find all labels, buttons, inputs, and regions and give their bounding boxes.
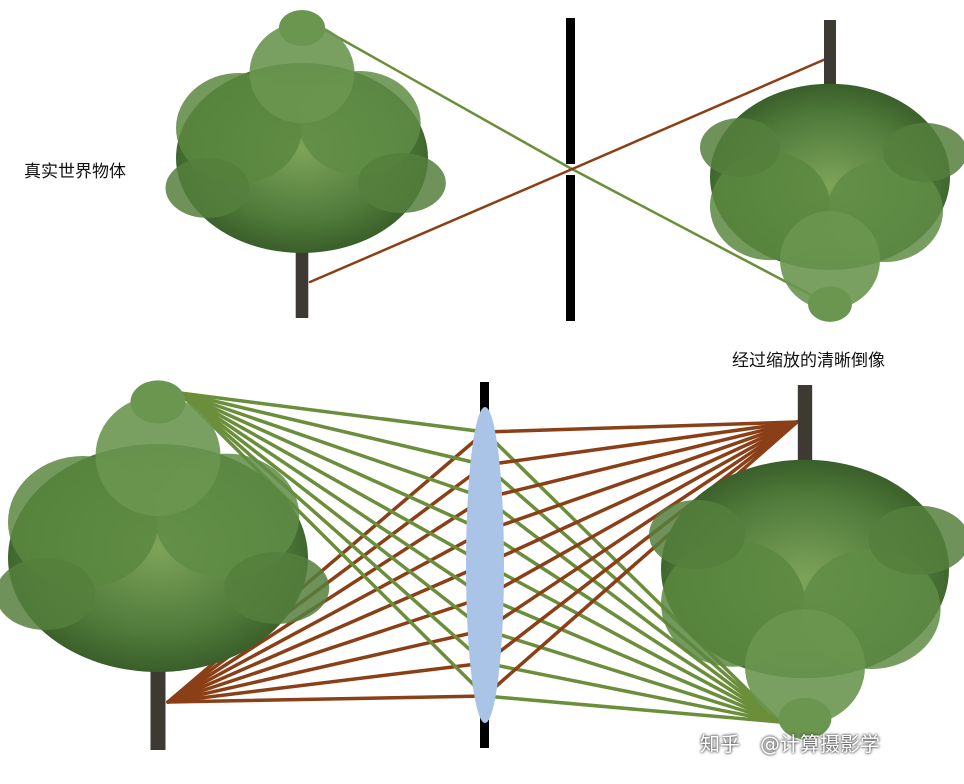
green-ray	[178, 391, 487, 533]
brown-ray	[483, 420, 799, 665]
brown-ray	[483, 420, 799, 566]
green-ray	[178, 391, 487, 467]
green-ray	[178, 391, 487, 566]
green-ray	[178, 391, 487, 698]
green-ray	[178, 391, 487, 500]
sharp-image-label: 经过缩放的清晰倒像	[732, 351, 885, 371]
tree-icon	[0, 380, 329, 750]
brown-ray	[483, 420, 799, 632]
bottom-rays	[166, 391, 799, 724]
brown-ray	[483, 420, 799, 434]
brown-ray	[166, 496, 487, 704]
green-ray	[178, 391, 487, 665]
green-ray	[316, 24, 572, 170]
brown-ray	[483, 420, 799, 500]
green-ray	[483, 628, 782, 724]
green-ray	[483, 562, 782, 724]
watermark-brand: 知乎	[700, 732, 740, 756]
watermark-author: @计算摄影学	[760, 732, 880, 756]
inverted-tree-icon	[698, 18, 964, 324]
brown-ray	[166, 529, 487, 704]
real-object-label: 真实世界物体	[24, 162, 126, 182]
green-ray	[483, 595, 782, 724]
brown-ray	[483, 420, 799, 533]
brown-ray	[483, 420, 799, 467]
brown-ray	[483, 420, 799, 698]
green-ray	[178, 391, 487, 599]
green-ray	[178, 391, 487, 632]
pinhole-barrier-top	[566, 18, 575, 164]
green-ray	[483, 430, 782, 724]
brown-ray	[166, 661, 487, 704]
green-ray	[483, 661, 782, 724]
brown-ray	[483, 420, 799, 599]
green-ray	[483, 694, 782, 724]
green-ray	[178, 391, 487, 434]
tree-icon	[166, 10, 446, 318]
green-ray	[483, 463, 782, 724]
pinhole-barrier-bottom	[566, 175, 575, 321]
green-ray	[483, 529, 782, 724]
brown-ray	[166, 694, 487, 704]
brown-ray	[568, 56, 830, 172]
lens-icon	[466, 407, 504, 723]
brown-ray	[308, 168, 572, 284]
green-ray	[483, 496, 782, 724]
